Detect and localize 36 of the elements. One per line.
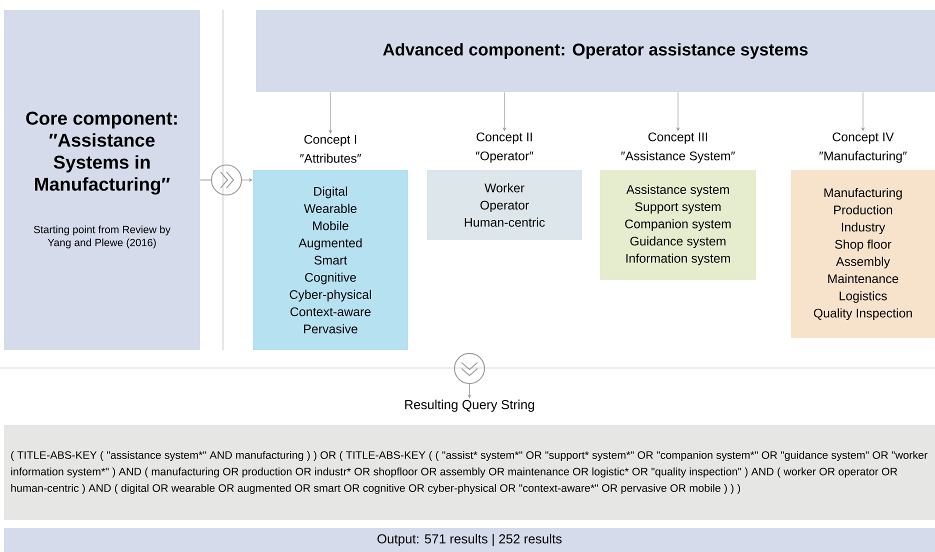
concept-heading: Concept I ″Attributes″ [300,134,362,163]
query-box: ( TITLE-ABS-KEY ( "assistance system*" AND manufacturing ) ) OR ( TITLE-ABS-KEY ( ( "assist* system*" OR "support* system*" OR "companion system*" OR "guidance system" OR "worker information system*" ) AND ( manufacturing OR production OR industr* OR shopfloor OR assembly OR maintenance OR logistic* OR "quality inspection" ) AND ( worker OR operator OR human-centric ) AND ( digital OR wearable OR augmented OR smart OR cognitive OR cyber-physical OR "context-aware*" OR pervasive OR mobile ) ) ) [4,425,935,520]
concept-box: Worker Operator Human-centric [427,170,582,240]
node-label: Assistance system [626,184,729,196]
node-label: Maintenance [828,274,898,284]
node-label: Manufacturing [824,188,902,200]
output-bar: Output: 571 results | 252 results [4,528,935,552]
concept-box: Assistance system Support system Companion system Guidance system Information system [600,170,756,280]
node-label: Industry [842,222,886,234]
node-label: Production [834,205,892,214]
node-label: Augmented [298,238,362,250]
concept-heading: Concept III ″Assistance System″ [621,132,735,163]
node-label: Support system [635,202,721,214]
node-label: Digital [314,186,348,198]
concept-heading: Concept II ″Operator″ [476,132,534,163]
query-heading: Resulting Query String [405,400,534,412]
header-box: Advanced component: Operator assistance systems [256,10,935,92]
node-label: Pervasive [304,324,358,334]
node-label: Quality Inspection [814,308,912,320]
node-label: Cognitive [305,272,356,284]
node-label: Wearable [304,204,357,213]
node-label: Information system [626,254,730,266]
node-label: Cyber-physical [290,290,371,302]
node-label: Logistics [840,291,887,303]
node-label: Smart [314,256,348,265]
concept-box: Digital Wearable Mobile Augmented Smart Cognitive Cyber-physical Context-aware Pervasive [253,170,408,350]
concept-box: Manufacturing Production Industry Shop floor Assembly Maintenance Logistics Quality Inspection [791,170,935,338]
node-label: Context-aware [290,307,371,316]
node-label: Assembly [836,256,890,268]
node-label: Mobile [313,221,348,230]
core-box: Core component: ″Assistance Systems in Manufacturing″ Starting point from Review by Yang and Plewe (2016) [4,10,200,350]
node-label: Shop floor [835,240,892,252]
concept-heading: Concept IV ″Manufacturing″ [820,132,907,163]
chevron-arrow [454,352,486,398]
node-label: Guidance system [630,236,726,248]
node-label: Companion system [625,219,731,231]
